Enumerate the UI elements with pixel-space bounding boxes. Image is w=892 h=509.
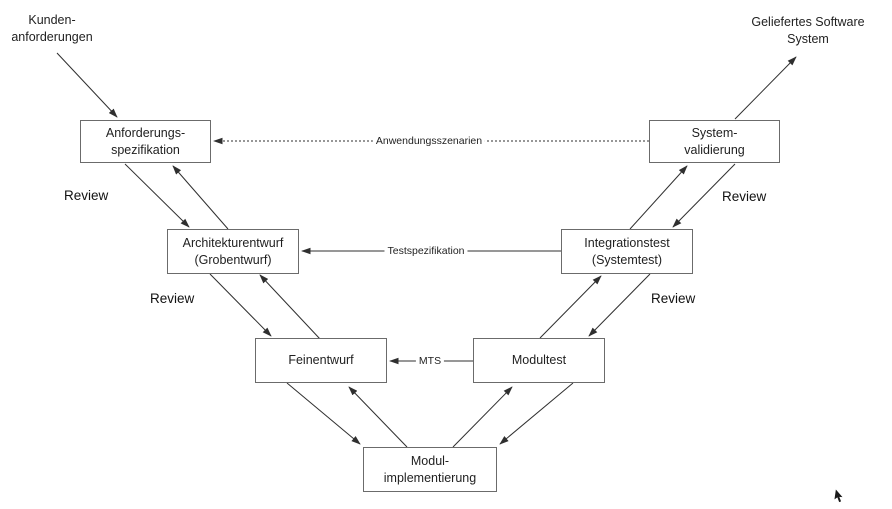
edge-modultest-to-integrationstest xyxy=(539,275,602,339)
label-anwendungsszenarien: Anwendungsszenarien xyxy=(372,135,486,147)
node-integrationstest: Integrationstest (Systemtest) xyxy=(561,229,693,274)
label-review-right-upper: Review xyxy=(722,189,767,204)
node-anforderungsspezifikation: Anforderungs- spezifikation xyxy=(80,120,211,163)
edge-review-feinentwurf-to-architekturentwurf xyxy=(259,274,321,340)
node-architekturentwurf: Architekturentwurf (Grobentwurf) xyxy=(167,229,299,274)
edge-kundenanforderungen-to-anforderungsspezifikation xyxy=(56,52,118,118)
edge-feinentwurf-to-modulimplementierung xyxy=(286,382,361,445)
label-review-left-upper: Review xyxy=(64,188,109,203)
label-mts: MTS xyxy=(415,355,445,367)
edge-review-architekturentwurf-to-anforderungsspezifikation xyxy=(172,165,229,230)
edge-review-modultest-to-modulimplementierung xyxy=(499,382,574,445)
edge-review-systemvalidierung-to-integrationstest xyxy=(672,163,736,228)
label-review-right-lower: Review xyxy=(651,291,696,306)
edge-review-modulimplementierung-to-feinentwurf xyxy=(348,386,408,448)
label-review-left-lower: Review xyxy=(150,291,195,306)
edge-anforderungsspezifikation-to-architekturentwurf xyxy=(124,163,190,228)
edge-architekturentwurf-to-feinentwurf xyxy=(209,273,272,337)
label-geliefertes-software-system: Geliefertes Software System xyxy=(751,15,865,46)
node-feinentwurf: Feinentwurf xyxy=(255,338,387,383)
label-kundenanforderungen: Kunden- anforderungen xyxy=(11,13,93,44)
node-modultest: Modultest xyxy=(473,338,605,383)
edge-review-integrationstest-to-modultest xyxy=(588,273,651,337)
label-testspezifikation: Testspezifikation xyxy=(384,245,468,257)
node-systemvalidierung: System- validierung xyxy=(649,120,780,163)
edge-systemvalidierung-to-geliefertes-system xyxy=(734,56,797,120)
node-modulimplementierung: Modul- implementierung xyxy=(363,447,497,492)
edge-modulimplementierung-to-modultest xyxy=(452,386,513,448)
mouse-cursor xyxy=(834,489,843,503)
edge-integrationstest-to-systemvalidierung xyxy=(629,165,688,230)
